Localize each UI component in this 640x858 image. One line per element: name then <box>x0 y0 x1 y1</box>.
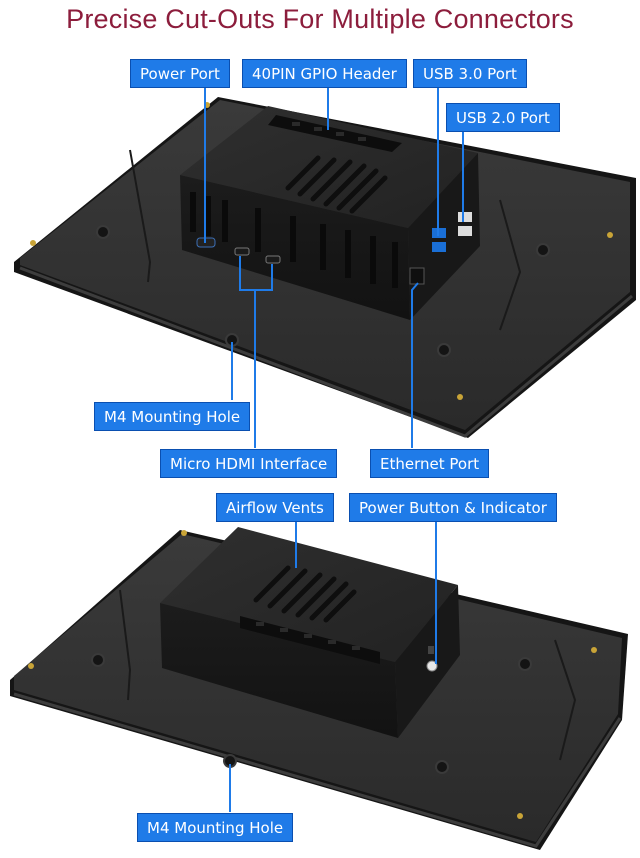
power-button-label: Power Button & Indicator <box>349 493 557 522</box>
usb2-port-label: USB 2.0 Port <box>446 103 560 132</box>
usb3-port-label: USB 3.0 Port <box>413 59 527 88</box>
top-case <box>180 106 480 320</box>
m4-hole-top-label: M4 Mounting Hole <box>94 402 251 431</box>
power-port-label: Power Port <box>130 59 230 88</box>
micro-hdmi-label: Micro HDMI Interface <box>160 449 338 478</box>
bottom-case <box>160 527 460 738</box>
page-title: Precise Cut-Outs For Multiple Connectors <box>66 4 574 34</box>
ethernet-port-label: Ethernet Port <box>370 449 490 478</box>
leader-lines <box>204 88 464 812</box>
gpio-header-label: 40PIN GPIO Header <box>242 59 407 88</box>
airflow-vents-label: Airflow Vents <box>216 493 334 522</box>
m4-hole-bottom-label: M4 Mounting Hole <box>137 813 294 842</box>
